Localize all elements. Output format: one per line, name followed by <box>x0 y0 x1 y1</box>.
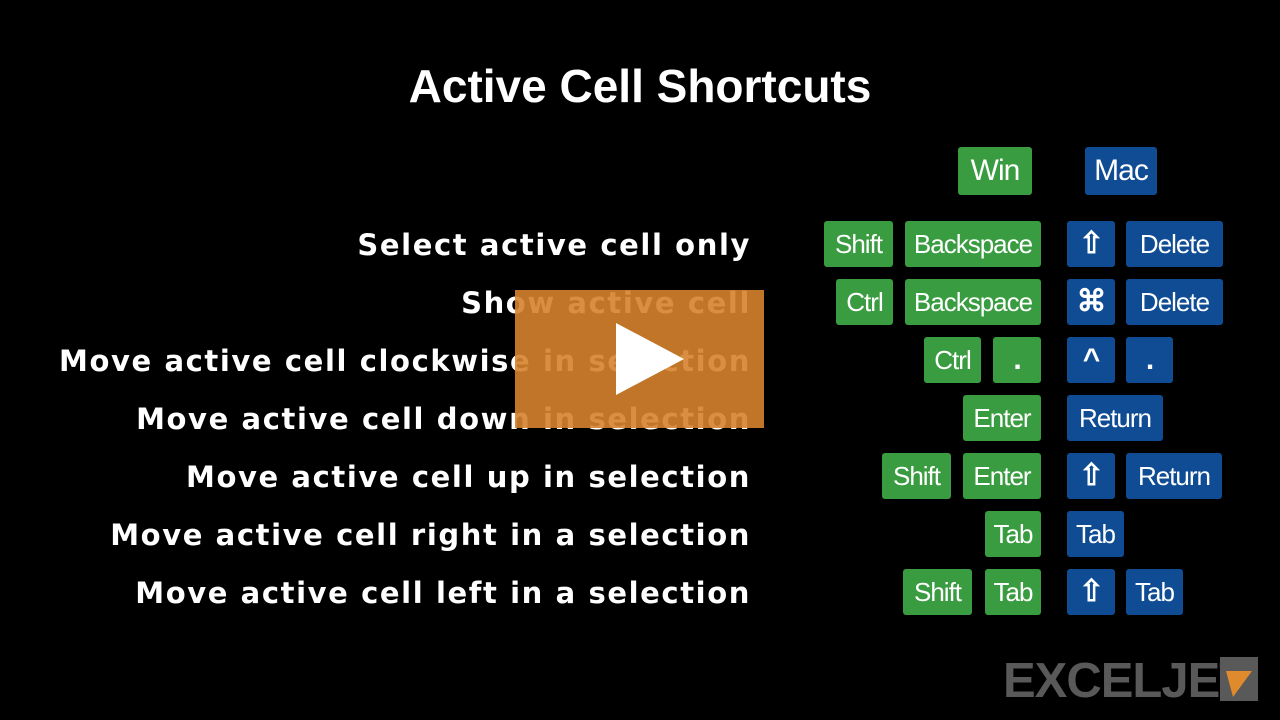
mac-key: Tab <box>1126 569 1183 615</box>
win-key: Backspace <box>905 279 1041 325</box>
win-key: . <box>993 337 1041 383</box>
page-title: Active Cell Shortcuts <box>408 60 872 112</box>
win-key: Shift <box>882 453 951 499</box>
play-icon <box>616 323 684 395</box>
shortcut-label: Move active cell left in a selection <box>135 576 751 610</box>
shortcut-label: Select active cell only <box>357 228 751 262</box>
shift-icon: ⇧ <box>1067 569 1115 615</box>
exceljet-logo-mark <box>1220 657 1258 701</box>
mac-key: Delete <box>1126 221 1223 267</box>
shift-icon: ⇧ <box>1067 221 1115 267</box>
win-key: Backspace <box>905 221 1041 267</box>
win-key: Tab <box>985 569 1041 615</box>
mac-header: Mac <box>1085 147 1157 195</box>
shift-icon: ⇧ <box>1067 453 1115 499</box>
win-key: Shift <box>903 569 972 615</box>
mac-key: Return <box>1067 395 1163 441</box>
win-header: Win <box>958 147 1032 195</box>
shortcut-label: Move active cell up in selection <box>185 460 751 494</box>
shortcut-label: Move active cell right in a selection <box>110 518 751 552</box>
mac-key: Delete <box>1126 279 1223 325</box>
control-icon: ^ <box>1067 337 1115 383</box>
win-key: Ctrl <box>924 337 981 383</box>
mac-key: Tab <box>1067 511 1124 557</box>
win-key: Enter <box>963 395 1041 441</box>
win-key: Tab <box>985 511 1041 557</box>
win-key: Shift <box>824 221 893 267</box>
play-button[interactable] <box>515 290 764 428</box>
command-icon: ⌘ <box>1067 279 1115 325</box>
mac-key: . <box>1126 337 1173 383</box>
win-key: Enter <box>963 453 1041 499</box>
exceljet-logo: EXCELJET <box>1003 654 1249 708</box>
win-key: Ctrl <box>836 279 893 325</box>
mac-key: Return <box>1126 453 1222 499</box>
